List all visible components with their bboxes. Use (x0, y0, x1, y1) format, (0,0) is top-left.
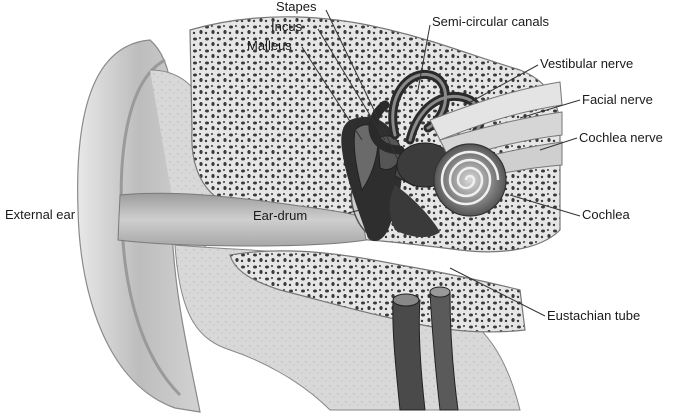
label-external-ear: External ear (5, 208, 75, 221)
label-ear-drum: Ear-drum (253, 209, 307, 222)
label-incus: Incus (271, 20, 302, 33)
label-cochlea: Cochlea (582, 208, 630, 221)
cochlea-shape (434, 144, 506, 216)
label-malleus: Malleus (247, 39, 292, 52)
label-vestibular-nerve: Vestibular nerve (540, 57, 633, 70)
label-stapes: Stapes (276, 0, 316, 13)
label-cochlea-nerve: Cochlea nerve (579, 131, 663, 144)
label-facial-nerve: Facial nerve (582, 93, 653, 106)
label-eustachian-tube: Eustachian tube (547, 309, 640, 322)
label-semi-circular-canals: Semi-circular canals (432, 15, 549, 28)
